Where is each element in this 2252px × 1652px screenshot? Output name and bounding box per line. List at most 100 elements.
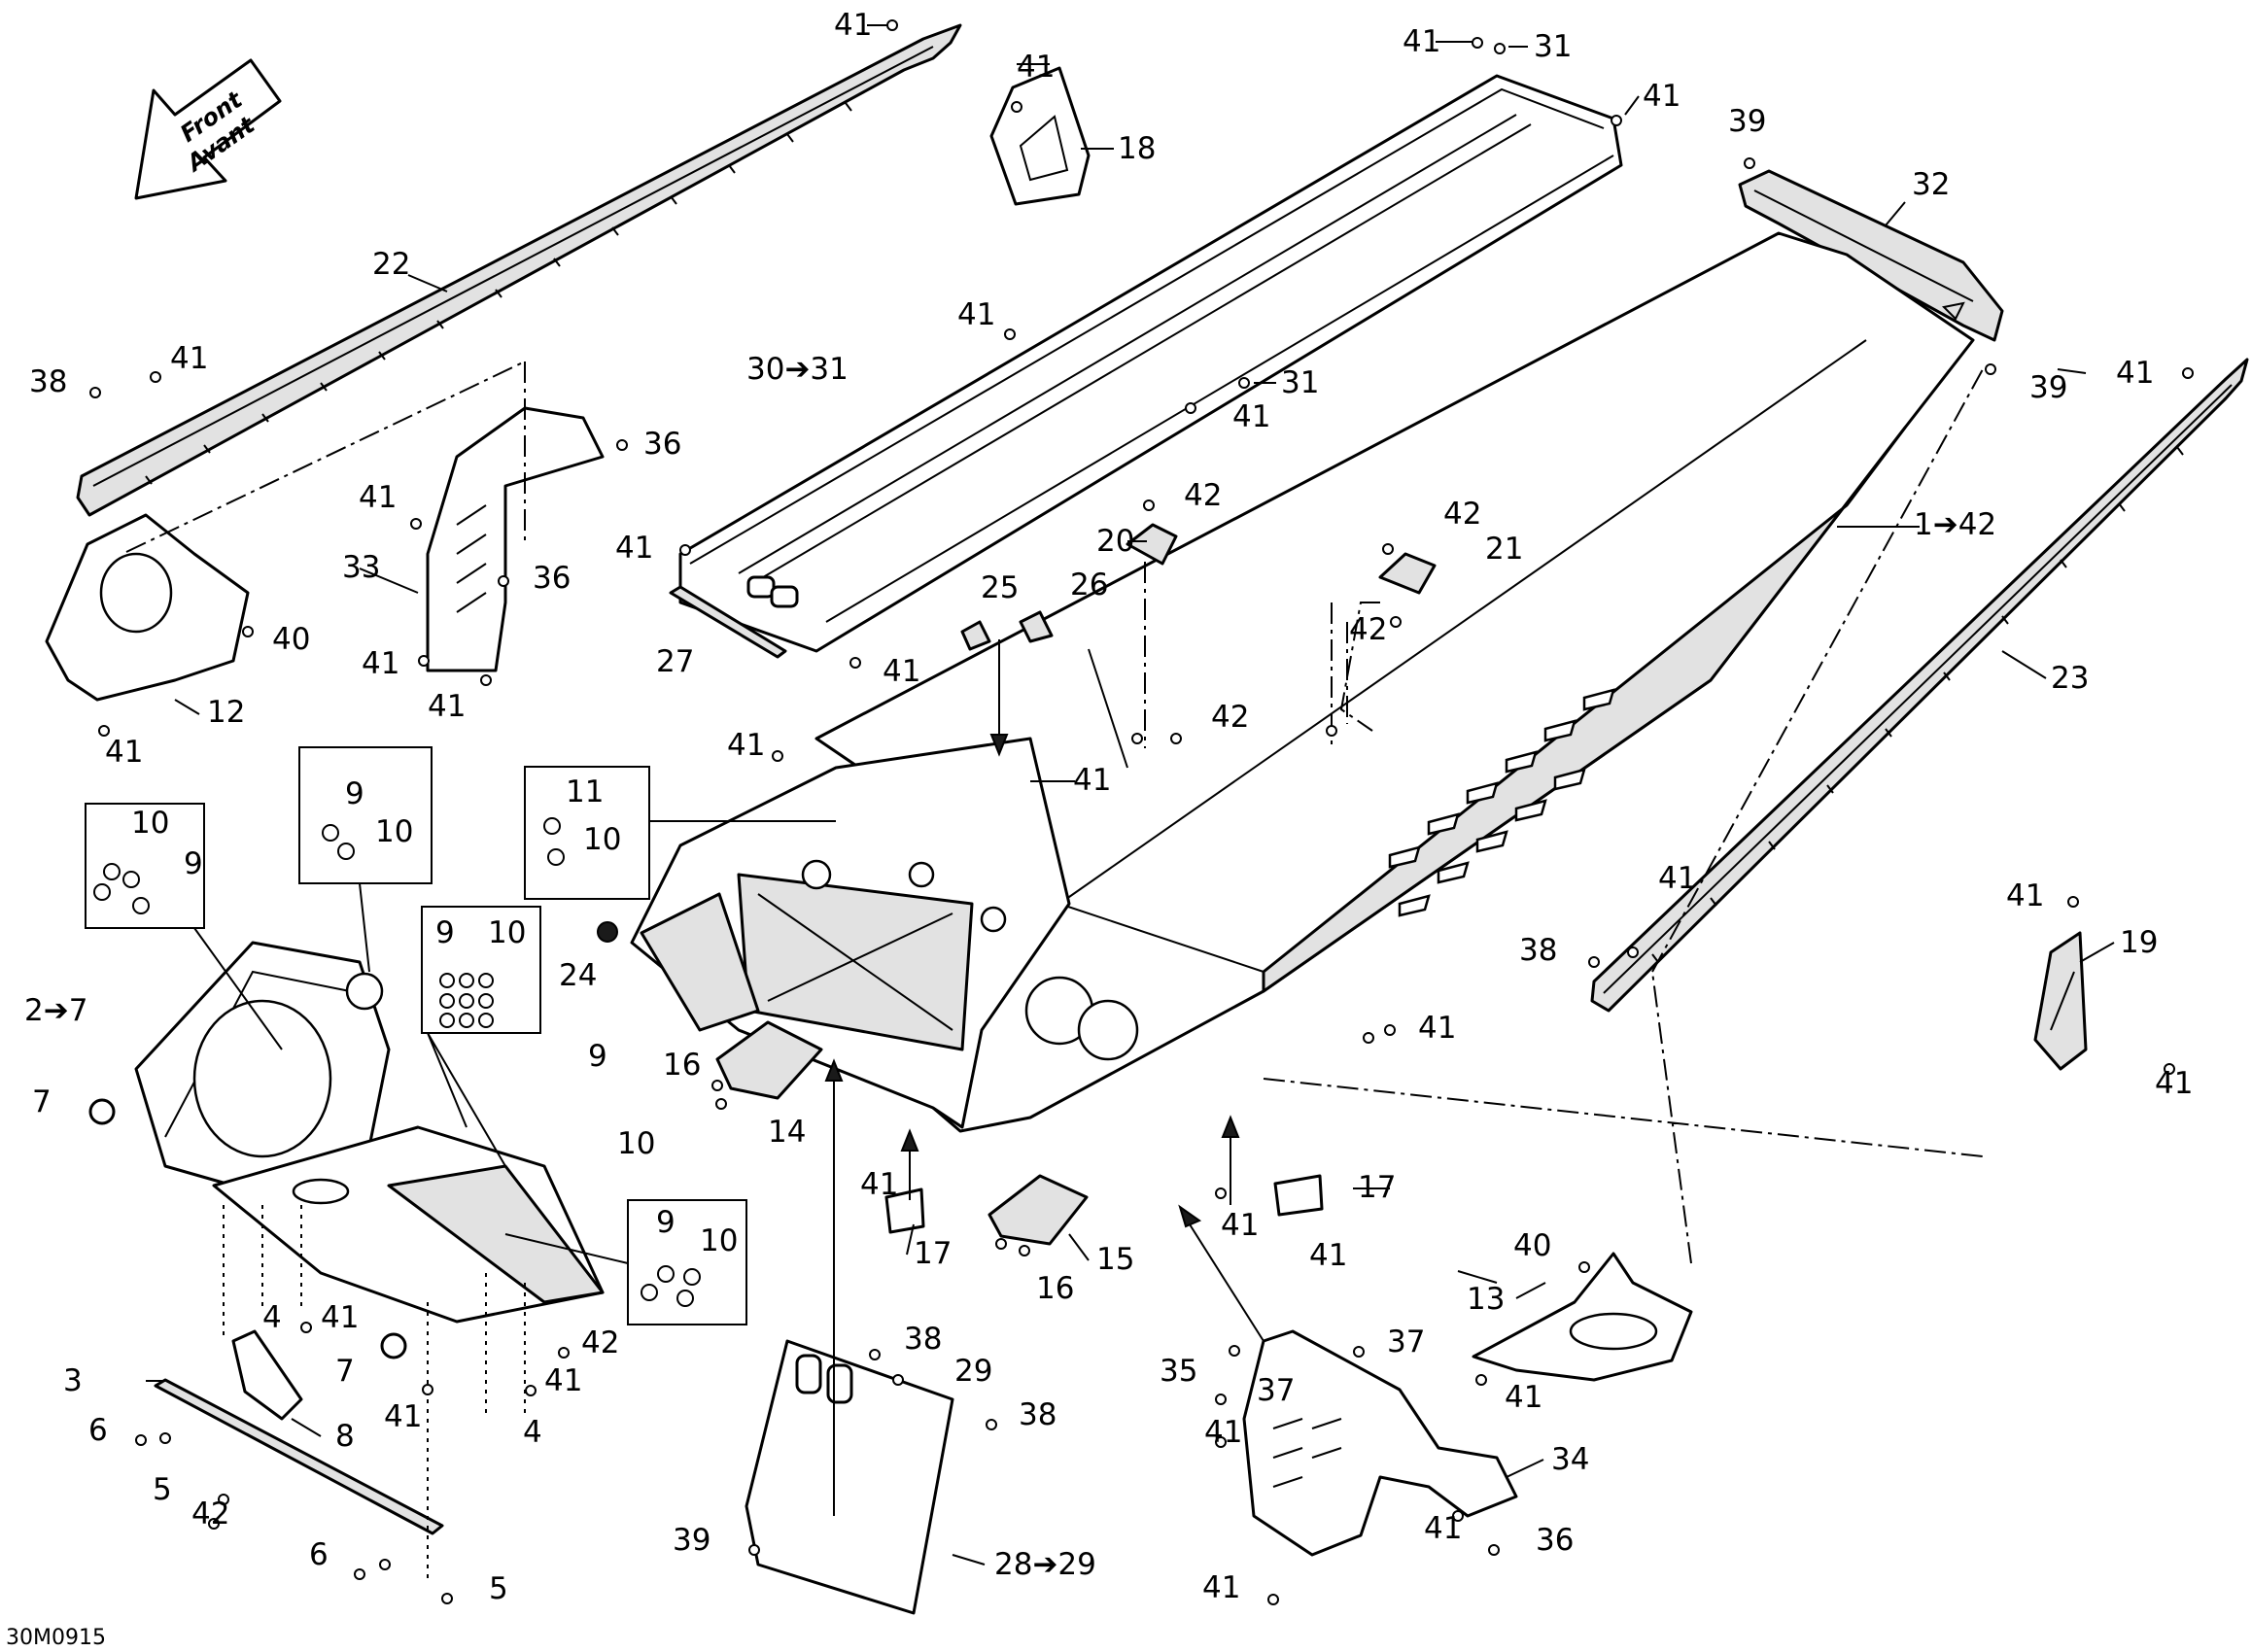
callout-c-28-29: 28➔29 (994, 1547, 1096, 1582)
callout-c-41-b: 41 (1017, 50, 1055, 85)
callout-c-39-a: 39 (1728, 104, 1766, 139)
callout-c-27: 27 (656, 644, 694, 679)
callout-c-2-7: 2➔7 (24, 993, 87, 1028)
callout-c-41-o: 41 (727, 728, 765, 763)
callout-c-1-42: 1➔42 (1914, 507, 1996, 542)
callout-c-41-p: 41 (1073, 763, 1111, 798)
callout-c-33: 33 (342, 550, 380, 585)
belly-pan-cutout (292, 1178, 350, 1205)
callout-c-41-ab: 41 (1204, 1415, 1242, 1450)
callout-c-18: 18 (1118, 131, 1156, 166)
assembly-line (125, 361, 1984, 1264)
callout-c-5-b: 5 (489, 1571, 508, 1606)
tunnel-gusset-upper (989, 66, 1091, 206)
callout-c-10-d: 10 (488, 915, 526, 950)
callout-c-36-b: 36 (533, 561, 571, 596)
callout-c-41-c: 41 (1403, 24, 1440, 59)
bracket-26 (1019, 610, 1054, 643)
callout-c-6-a: 6 (88, 1413, 108, 1448)
callout-c-3: 3 (63, 1363, 83, 1398)
callout-c-38-a: 38 (29, 364, 67, 399)
callout-c-20: 20 (1096, 524, 1134, 559)
left-running-board-rail (76, 23, 962, 517)
grommet-7-left (88, 1098, 116, 1125)
callout-c-41-z: 41 (544, 1363, 582, 1398)
callout-c-38-b: 38 (1519, 933, 1557, 968)
hardware-kit-box-4 (421, 906, 541, 1034)
callout-c-16-b: 16 (1036, 1271, 1074, 1306)
bulkhead-boss (345, 972, 384, 1011)
callout-c-41-k: 41 (883, 654, 920, 689)
callout-c-41-n: 41 (105, 735, 143, 770)
panel-opening (99, 552, 173, 634)
callout-c-41-q: 41 (1658, 861, 1696, 896)
callout-c-5-a: 5 (153, 1472, 172, 1507)
right-foot-rest (987, 1174, 1089, 1246)
callout-c-41-ac: 41 (1424, 1511, 1462, 1546)
front-bulkhead (134, 941, 391, 1187)
callout-c-29-a: 29 (954, 1354, 992, 1389)
callout-c-41-t: 41 (2155, 1066, 2193, 1101)
callout-c-41-aa: 41 (384, 1399, 422, 1434)
right-front-panel (1472, 1252, 1693, 1382)
right-steering-bracket (1242, 1329, 1518, 1557)
hardware-kit-box-1 (85, 803, 205, 929)
callout-c-14: 14 (768, 1115, 806, 1150)
callout-c-41-x: 41 (321, 1300, 359, 1335)
right-running-board-rail (1590, 358, 2249, 1013)
callout-c-42-f: 42 (191, 1497, 229, 1532)
front-arrow-icon: Front Avant (134, 58, 282, 200)
callout-c-9-c: 9 (435, 915, 455, 950)
callout-c-4-a: 4 (262, 1300, 282, 1335)
callout-c-41-v: 41 (1221, 1208, 1259, 1243)
callout-c-34: 34 (1551, 1442, 1589, 1477)
pointer-arrowhead (824, 734, 1240, 1228)
frame-hole (908, 861, 935, 888)
callout-c-41-l: 41 (362, 646, 399, 681)
callout-c-41-ad: 41 (1202, 1570, 1240, 1605)
callout-c-42-c: 42 (1349, 612, 1387, 647)
callout-c-38-c: 38 (904, 1322, 942, 1357)
callout-c-41-f: 41 (957, 297, 995, 332)
grommet-7-lower (380, 1332, 407, 1359)
callout-c-36-a: 36 (643, 427, 681, 462)
callout-c-41-y: 41 (1505, 1380, 1542, 1415)
callout-c-10-c: 10 (131, 806, 169, 841)
callout-c-17-a: 17 (1358, 1170, 1396, 1205)
callout-c-41-m: 41 (428, 689, 466, 724)
callout-c-10-e: 10 (617, 1126, 655, 1161)
callout-c-11: 11 (566, 774, 604, 809)
callout-c-9-d: 9 (588, 1039, 607, 1074)
callout-c-41-a: 41 (834, 8, 872, 43)
callout-c-25: 25 (981, 570, 1019, 605)
callout-c-41-h: 41 (2116, 356, 2154, 391)
callout-c-21: 21 (1485, 532, 1523, 567)
callout-c-41-w: 41 (1309, 1238, 1347, 1273)
callout-c-31-b: 31 (1281, 365, 1319, 400)
callout-c-32: 32 (1912, 167, 1950, 202)
frame-hole (1077, 999, 1139, 1061)
hardware-kit-box-3 (524, 766, 650, 900)
callout-c-41-i: 41 (359, 480, 397, 515)
callout-c-19: 19 (2120, 925, 2158, 960)
callout-c-41-j: 41 (615, 531, 653, 566)
bracket-25 (960, 620, 991, 651)
front-heat-exchanger (745, 1339, 954, 1615)
grommet-24 (597, 921, 618, 943)
tunnel-gusset-lower (2033, 931, 2088, 1071)
frame-hole (980, 906, 1007, 933)
left-steering-bracket (426, 406, 605, 672)
callout-c-4-b: 4 (523, 1415, 542, 1450)
cooler-fitting (770, 585, 799, 608)
callout-c-10-a: 10 (375, 814, 413, 849)
callout-c-41-u: 41 (860, 1167, 898, 1202)
bulkhead-opening (192, 999, 332, 1158)
callout-c-35: 35 (1160, 1354, 1197, 1389)
left-front-panel (45, 513, 250, 702)
callout-c-9-a: 9 (345, 776, 364, 811)
callout-c-22: 22 (372, 247, 410, 282)
callout-c-15: 15 (1096, 1242, 1134, 1277)
callout-c-8: 8 (335, 1419, 355, 1454)
